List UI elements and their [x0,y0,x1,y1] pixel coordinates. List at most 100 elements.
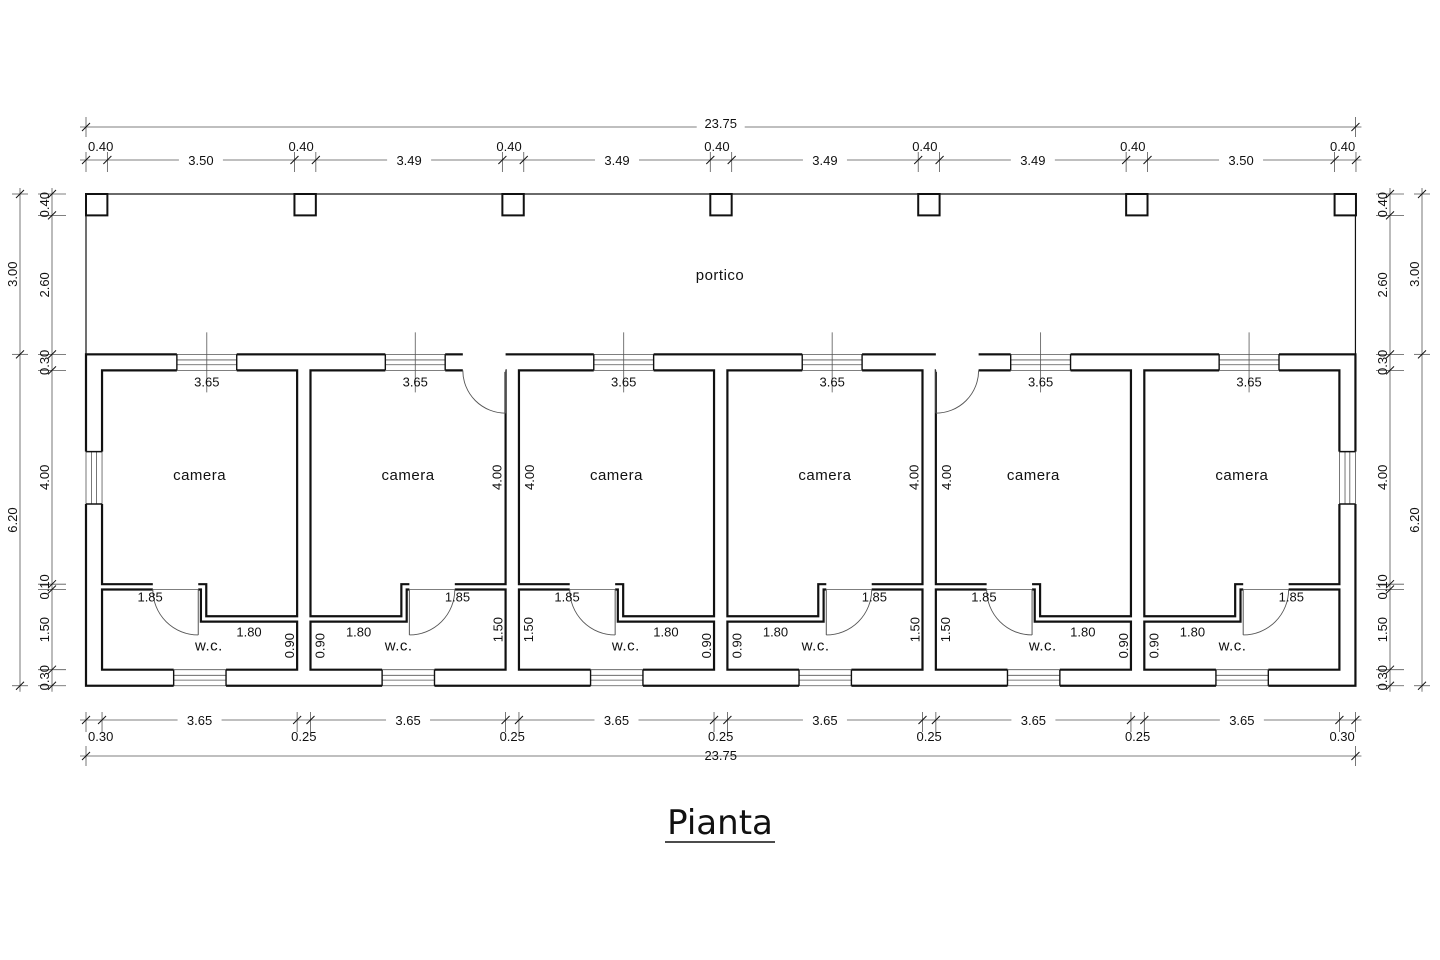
camera-room [309,369,507,618]
dimension-label: 3.49 [1020,153,1045,168]
dimension-tick [1385,585,1395,594]
camera-room [1143,369,1341,618]
wc-depth-label: 0.90 [312,633,327,658]
dimension-tick [1417,681,1427,691]
dimension-tick [1385,681,1395,691]
wc-height-label: 1.50 [491,617,506,642]
dimension-label: 0.25 [291,729,316,744]
wc-door-opening [826,582,872,592]
dimension-label: 1.50 [1375,617,1390,642]
dimension-label: 3.65 [395,713,420,728]
label-gap [594,712,639,728]
wc-label: w.c. [194,638,223,655]
dimension-label: 3.00 [5,262,20,287]
dimension-tick [501,715,510,725]
dimension-label: 6.20 [1407,507,1422,532]
dimension-label: 0.30 [37,665,52,690]
dimension-tick [918,715,927,725]
dimension-tick [514,715,524,725]
label-gap [1413,254,1421,295]
dimension-tick [1351,122,1360,132]
dimension-label: 0.40 [912,139,937,154]
dimension-label: 3.65 [187,713,212,728]
dimension-label: 1.50 [37,617,52,642]
wc-width-label: 1.80 [1070,625,1095,640]
porch [85,193,1357,355]
bottom-window [382,668,435,688]
dimension-tick [1335,715,1344,725]
pillar [501,193,525,217]
wc-door-opening [986,582,1033,592]
room-label: camera [1007,467,1060,484]
dimension-label: 0.40 [288,139,313,154]
dimension-label: 0.10 [37,574,52,599]
dimension-label: 6.20 [5,507,20,532]
dimension-tick [1330,155,1339,165]
room-label: camera [590,467,643,484]
wc-room [309,588,507,671]
dimension-tick [1351,155,1361,165]
dimension-label: 0.40 [88,139,113,154]
room-width-label: 3.65 [194,374,219,389]
wc-door-swing [826,589,873,636]
left-window [84,451,104,505]
label-gap [11,254,19,295]
dimension-label: 0.40 [1375,192,1390,217]
pillar [917,193,941,217]
dimension-tick [1385,211,1395,220]
wc-width-label: 1.80 [236,625,261,640]
dimension-tick [47,585,57,594]
dimension-tick [47,211,57,220]
dimension-tick [47,366,57,375]
dimension-label: 3.65 [812,713,837,728]
dimension-tick [15,681,25,691]
label-gap [1010,152,1055,168]
dimension-tick [931,715,941,725]
wc-room [100,588,299,671]
label-gap [43,457,51,498]
dimension-tick [15,349,25,359]
dimension-label: 0.30 [1375,665,1390,690]
dimension-tick [47,189,57,199]
dimension-label: 3.65 [1021,713,1046,728]
wc-label: w.c. [611,638,640,655]
pillar [85,193,109,217]
dimension-tick [935,155,944,165]
dimension-tick [1385,579,1395,589]
wc-door-width-label: 1.85 [137,590,162,605]
pillar [709,193,733,217]
label-gap [595,152,640,168]
dimension-tick [15,189,25,199]
dimension-tick [47,681,57,691]
dimension-label: 0.40 [1120,139,1145,154]
label-gap [802,712,847,728]
room-label: camera [382,467,435,484]
dimension-tick [1121,155,1131,165]
room-width-label: 3.65 [611,374,636,389]
dimension-tick [47,349,57,359]
dimension-tick [1351,751,1360,761]
dimension-tick [723,715,732,725]
label-gap [43,609,51,650]
dimension-label: 3.65 [1229,713,1254,728]
wc-label: w.c. [1218,638,1247,655]
room-label: camera [1215,467,1268,484]
wc-depth-label: 0.90 [282,633,297,658]
dimension-label: 3.49 [812,153,837,168]
label-gap [696,118,745,130]
dimension-tick [1126,715,1136,725]
wc-door-swing [569,589,616,636]
camera-room [100,369,299,618]
wc-depth-label: 0.90 [1146,633,1161,658]
dimension-label: 3.49 [604,153,629,168]
dimension-label: 2.60 [1375,272,1390,297]
porch-door-opening [462,352,506,372]
dimension-label: 0.25 [708,729,733,744]
dimension-tick [81,751,91,761]
porch-door-swing [935,370,980,414]
dimension-tick [1385,665,1395,675]
dimensions: 0.403.500.403.490.403.490.403.490.403.49… [5,116,1430,766]
dimension-label: 0.40 [704,139,729,154]
dimension-label: 0.10 [1375,574,1390,599]
